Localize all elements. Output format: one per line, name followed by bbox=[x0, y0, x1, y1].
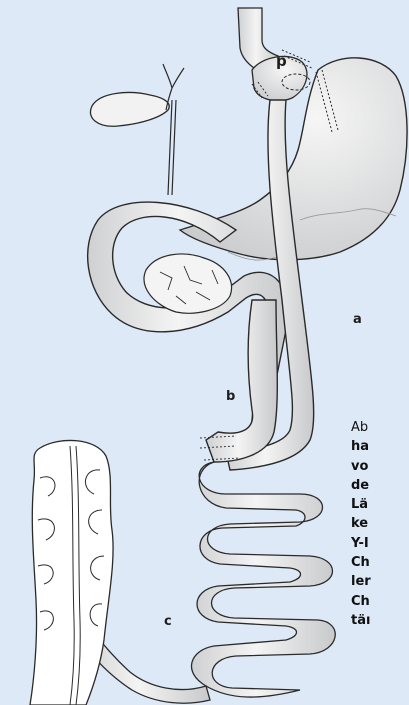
label-a: a bbox=[353, 312, 362, 327]
small-bowel bbox=[192, 462, 336, 697]
caption-line: Y-I bbox=[351, 534, 409, 553]
caption-line: Ch bbox=[351, 553, 409, 572]
figure-caption: Ab ha vo de Lä ke Y-I Ch ler Ch täı bbox=[351, 418, 409, 630]
pancreas bbox=[144, 254, 231, 313]
label-c: c bbox=[164, 614, 172, 629]
caption-line: täı bbox=[351, 611, 409, 630]
gallbladder bbox=[90, 93, 169, 127]
caption-line: ke bbox=[351, 514, 409, 533]
caption-line: de bbox=[351, 476, 409, 495]
caption-line: vo bbox=[351, 457, 409, 476]
caption-line: ler bbox=[351, 572, 409, 591]
caption-line: Ab bbox=[351, 418, 409, 437]
label-b: b bbox=[226, 389, 235, 404]
label-p: p bbox=[276, 52, 287, 70]
caption-line: ha bbox=[351, 437, 409, 456]
biliary-limb bbox=[206, 300, 277, 462]
caption-line: Lä bbox=[351, 495, 409, 514]
bile-duct bbox=[163, 64, 184, 195]
caption-line: Ch bbox=[351, 592, 409, 611]
